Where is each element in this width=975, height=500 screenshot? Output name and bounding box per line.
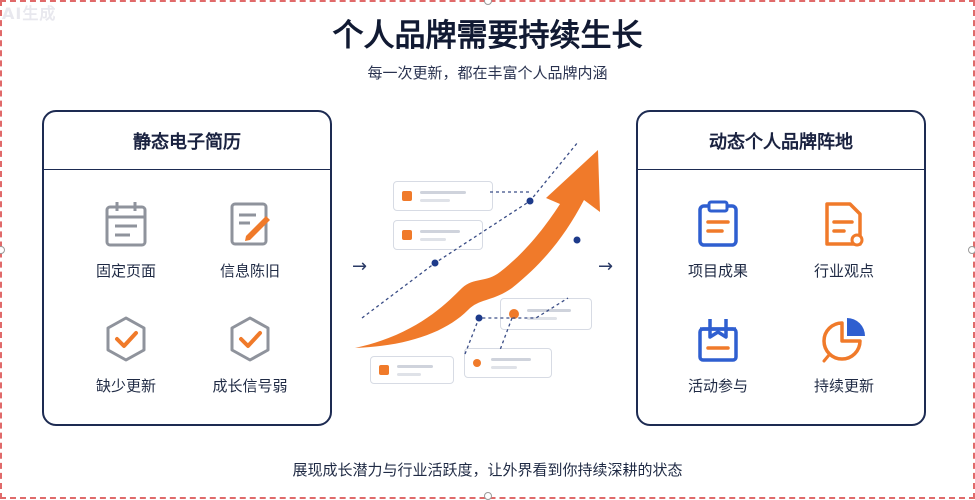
update-card [393, 220, 483, 250]
item-lack-updates: 缺少更新 [66, 315, 186, 396]
resize-handle-right[interactable] [968, 246, 975, 254]
item-label: 持续更新 [813, 377, 874, 395]
data-dot [526, 197, 534, 205]
update-card [370, 356, 454, 384]
static-resume-panel: 静态电子简历 固定页面 信息陈旧 缺少更新 [42, 110, 332, 426]
page-subtitle: 每一次更新，都在丰富个人品牌内涵 [367, 64, 608, 82]
growth-arrow-icon [355, 150, 600, 348]
gift-box-icon [698, 319, 738, 362]
update-card [393, 181, 493, 211]
item-label: 活动参与 [687, 377, 748, 395]
arrow-right-icon: → [598, 256, 614, 277]
item-label: 成长信号弱 [212, 377, 288, 395]
pie-chart-icon [822, 318, 865, 363]
hexagon-check-icon [230, 316, 270, 362]
edit-document-icon [230, 202, 270, 246]
arrow-right-icon: → [352, 256, 368, 277]
clipboard-icon [698, 200, 738, 247]
data-dot [573, 236, 581, 244]
panel-title: 静态电子简历 [44, 112, 330, 170]
item-weak-growth-signal: 成长信号弱 [190, 315, 310, 396]
dynamic-brand-panel: 动态个人品牌阵地 项目成果 行业观点 活动参与 [636, 110, 926, 426]
data-dot [431, 259, 439, 267]
item-outdated-info: 信息陈旧 [190, 200, 310, 281]
item-continuous-updates: 持续更新 [784, 315, 904, 396]
item-label: 缺少更新 [95, 377, 156, 395]
item-fixed-page: 固定页面 [66, 200, 186, 281]
resize-handle-top[interactable] [484, 0, 492, 5]
calendar-icon [105, 202, 147, 247]
hexagon-check-icon [106, 316, 146, 362]
item-event-participation: 活动参与 [658, 315, 778, 396]
item-project-results: 项目成果 [658, 200, 778, 281]
item-label: 信息陈旧 [219, 262, 280, 280]
item-label: 行业观点 [813, 262, 874, 280]
item-label: 项目成果 [687, 262, 748, 280]
panel-title: 动态个人品牌阵地 [638, 112, 924, 170]
update-card [464, 348, 552, 378]
bottom-caption: 展现成长潜力与行业活跃度，让外界看到你持续深耕的状态 [292, 461, 683, 479]
update-card [500, 298, 592, 330]
resize-handle-left[interactable] [0, 246, 5, 254]
item-label: 固定页面 [95, 262, 156, 280]
watermark: AI生成 [2, 4, 57, 23]
page-title: 个人品牌需要持续生长 [332, 18, 643, 54]
item-industry-views: 行业观点 [784, 200, 904, 281]
growth-arrow-illustration [355, 141, 600, 355]
data-dot [475, 314, 483, 322]
document-icon [825, 202, 864, 247]
